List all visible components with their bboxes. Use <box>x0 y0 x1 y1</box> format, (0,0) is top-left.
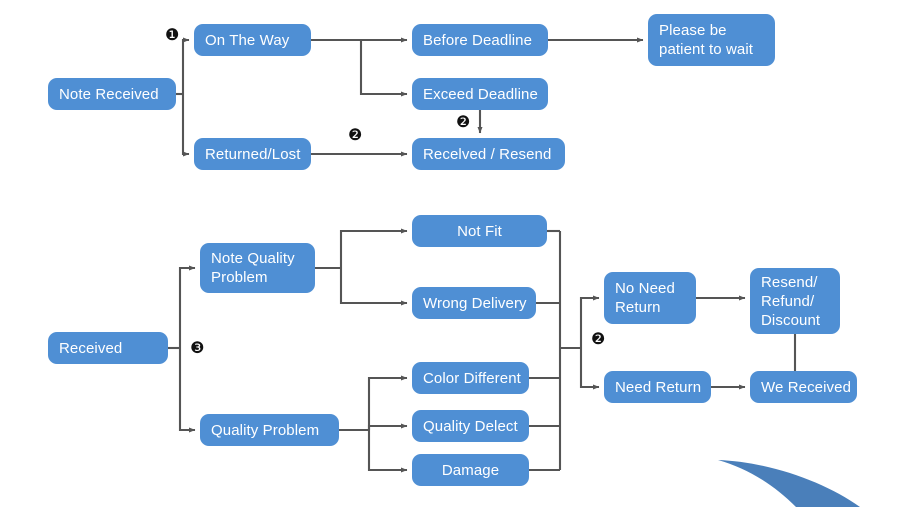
marker-2-returned-lost: ❷ <box>348 125 363 144</box>
marker-1-branch: ❶ <box>165 25 180 44</box>
marker-2-return-branch: ❷ <box>591 329 606 348</box>
node-not-fit[interactable]: Not Fit <box>412 215 547 247</box>
node-please-be-patient[interactable]: Please be patient to wait <box>648 14 775 66</box>
node-note-quality-problem[interactable]: Note Quality Problem <box>200 243 315 293</box>
node-on-the-way[interactable]: On The Way <box>194 24 311 56</box>
node-quality-delect[interactable]: Quality Delect <box>412 410 529 442</box>
corner-swoosh-icon <box>718 460 860 507</box>
node-we-received[interactable]: We Received <box>750 371 857 403</box>
node-no-need-return[interactable]: No Need Return <box>604 272 696 324</box>
marker-2-exceed-deadline: ❷ <box>456 112 471 131</box>
node-before-deadline[interactable]: Before Deadline <box>412 24 548 56</box>
node-resend-refund-discount[interactable]: Resend/ Refund/ Discount <box>750 268 840 334</box>
node-quality-problem[interactable]: Quality Problem <box>200 414 339 446</box>
node-wrong-delivery[interactable]: Wrong Delivery <box>412 287 536 319</box>
node-note-received[interactable]: Note Received <box>48 78 176 110</box>
node-received[interactable]: Received <box>48 332 168 364</box>
marker-3-branch: ❸ <box>190 338 205 357</box>
node-returned-lost[interactable]: Returned/Lost <box>194 138 311 170</box>
node-exceed-deadline[interactable]: Exceed Deadline <box>412 78 548 110</box>
node-need-return[interactable]: Need Return <box>604 371 711 403</box>
node-color-different[interactable]: Color Different <box>412 362 529 394</box>
node-received-resend[interactable]: Recelved / Resend <box>412 138 565 170</box>
node-damage[interactable]: Damage <box>412 454 529 486</box>
